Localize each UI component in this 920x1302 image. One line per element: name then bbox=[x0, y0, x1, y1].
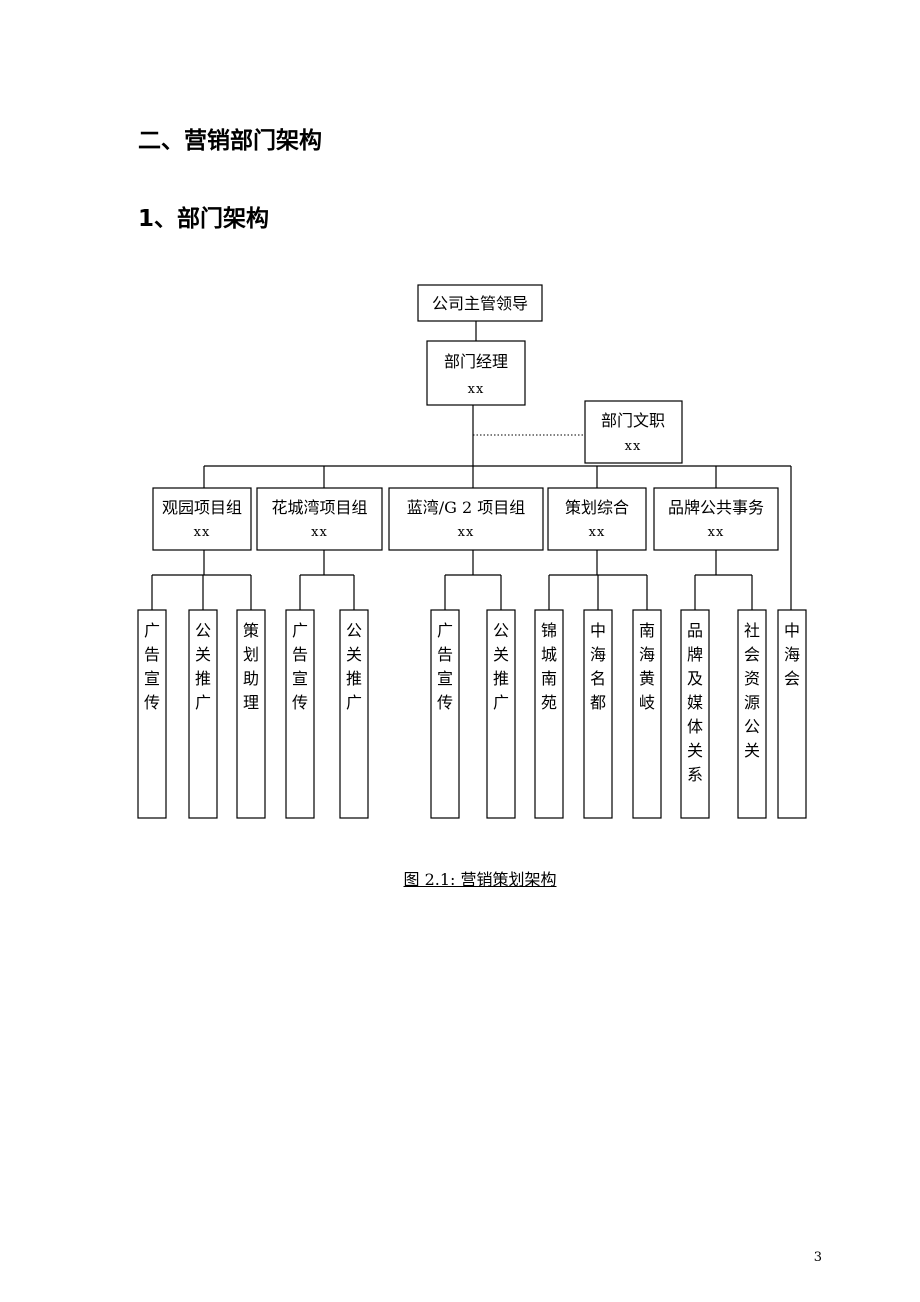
leaf-box bbox=[430, 609, 460, 819]
group-title: 观园项目组 bbox=[162, 498, 242, 517]
group-name: xx bbox=[194, 525, 211, 540]
leaf-char: 助 bbox=[243, 669, 259, 688]
leaf-box bbox=[285, 609, 315, 819]
direct-char: 海 bbox=[784, 645, 800, 664]
leaf-char: 海 bbox=[590, 645, 606, 664]
leaf-box bbox=[583, 609, 613, 819]
direct-char: 中 bbox=[784, 621, 800, 640]
leaf-char: 南 bbox=[639, 621, 655, 640]
leaf-char: 苑 bbox=[541, 693, 557, 712]
leaf-char: 源 bbox=[744, 693, 760, 712]
leaf-char: 南 bbox=[541, 669, 557, 688]
leaf-char: 策 bbox=[243, 621, 259, 640]
leaf-box bbox=[737, 609, 767, 819]
leaf-box bbox=[339, 609, 369, 819]
group-box bbox=[388, 487, 544, 551]
leaf-char: 关 bbox=[195, 645, 211, 664]
leaf-char: 资 bbox=[744, 669, 760, 688]
leaf-char: 牌 bbox=[687, 645, 703, 664]
leaf-box bbox=[632, 609, 662, 819]
leaf-char: 传 bbox=[144, 693, 160, 712]
leaf-char: 名 bbox=[590, 669, 606, 688]
leaf-char: 中 bbox=[590, 621, 606, 640]
group-name: xx bbox=[458, 525, 475, 540]
leaf-char: 公 bbox=[346, 621, 362, 640]
leaf-char: 关 bbox=[493, 645, 509, 664]
leaf-char: 广 bbox=[195, 693, 211, 712]
group-name: xx bbox=[708, 525, 725, 540]
figure-caption: 图 2.1: 营销策划架构 bbox=[403, 870, 557, 889]
leaf-char: 广 bbox=[346, 693, 362, 712]
subsection-heading: 1、部门架构 bbox=[138, 206, 270, 232]
clerk-box bbox=[584, 400, 683, 464]
group-name: xx bbox=[589, 525, 606, 540]
group-box bbox=[152, 487, 252, 551]
group-title: 花城湾项目组 bbox=[271, 498, 367, 517]
leaf-char: 广 bbox=[437, 621, 453, 640]
leaf-box bbox=[137, 609, 167, 819]
leaf-char: 关 bbox=[687, 741, 703, 760]
leaf-char: 宣 bbox=[437, 669, 453, 688]
manager-name: xx bbox=[468, 382, 485, 397]
leaf-char: 理 bbox=[243, 693, 259, 712]
leaf-char: 告 bbox=[437, 645, 453, 664]
leaf-char: 广 bbox=[292, 621, 308, 640]
leaf-char: 广 bbox=[493, 693, 509, 712]
group-box bbox=[547, 487, 647, 551]
leaf-char: 社 bbox=[744, 621, 760, 640]
leaf-char: 品 bbox=[687, 621, 703, 640]
leaf-char: 推 bbox=[195, 669, 211, 688]
leaf-char: 宣 bbox=[292, 669, 308, 688]
leaf-char: 宣 bbox=[144, 669, 160, 688]
leaf-char: 城 bbox=[541, 645, 557, 664]
group-box bbox=[256, 487, 383, 551]
group-title: 蓝湾/G 2 项目组 bbox=[407, 498, 526, 517]
leaf-char: 会 bbox=[744, 645, 760, 664]
manager-title: 部门经理 bbox=[444, 352, 508, 371]
direct-box bbox=[777, 609, 807, 819]
leaf-char: 告 bbox=[144, 645, 160, 664]
leaf-char: 都 bbox=[590, 693, 606, 712]
leaf-box bbox=[236, 609, 266, 819]
group-name: xx bbox=[311, 525, 328, 540]
leaf-char: 媒 bbox=[687, 693, 703, 712]
leaf-char: 告 bbox=[292, 645, 308, 664]
leaf-char: 系 bbox=[687, 765, 703, 784]
leaf-char: 广 bbox=[144, 621, 160, 640]
group-title: 策划综合 bbox=[565, 498, 629, 517]
leaf-char: 及 bbox=[687, 669, 703, 688]
leaf-char: 公 bbox=[195, 621, 211, 640]
leaf-box bbox=[188, 609, 218, 819]
direct-char: 会 bbox=[784, 669, 800, 688]
manager-box bbox=[426, 340, 526, 406]
leaf-box bbox=[680, 609, 710, 819]
group-title: 品牌公共事务 bbox=[668, 498, 764, 517]
leaf-box bbox=[534, 609, 564, 819]
leaf-char: 关 bbox=[744, 741, 760, 760]
leaf-char: 海 bbox=[639, 645, 655, 664]
leaf-char: 锦 bbox=[541, 621, 557, 640]
leaf-char: 推 bbox=[346, 669, 362, 688]
group-box bbox=[653, 487, 779, 551]
clerk-name: xx bbox=[625, 439, 642, 454]
leaf-char: 体 bbox=[687, 717, 703, 736]
leaf-box bbox=[486, 609, 516, 819]
top-leader-box bbox=[417, 284, 543, 322]
leaf-char: 划 bbox=[243, 645, 259, 664]
clerk-title: 部门文职 bbox=[601, 411, 665, 430]
section-heading: 二、营销部门架构 bbox=[138, 128, 322, 154]
leaf-char: 公 bbox=[744, 717, 760, 736]
leaf-char: 黄 bbox=[639, 669, 655, 688]
leaf-char: 传 bbox=[292, 693, 308, 712]
leaf-char: 传 bbox=[437, 693, 453, 712]
page-number: 3 bbox=[813, 1250, 822, 1265]
leaf-char: 公 bbox=[493, 621, 509, 640]
leaf-char: 推 bbox=[493, 669, 509, 688]
leaf-char: 岐 bbox=[639, 693, 655, 712]
leaf-char: 关 bbox=[346, 645, 362, 664]
top-leader-title: 公司主管领导 bbox=[432, 294, 528, 313]
